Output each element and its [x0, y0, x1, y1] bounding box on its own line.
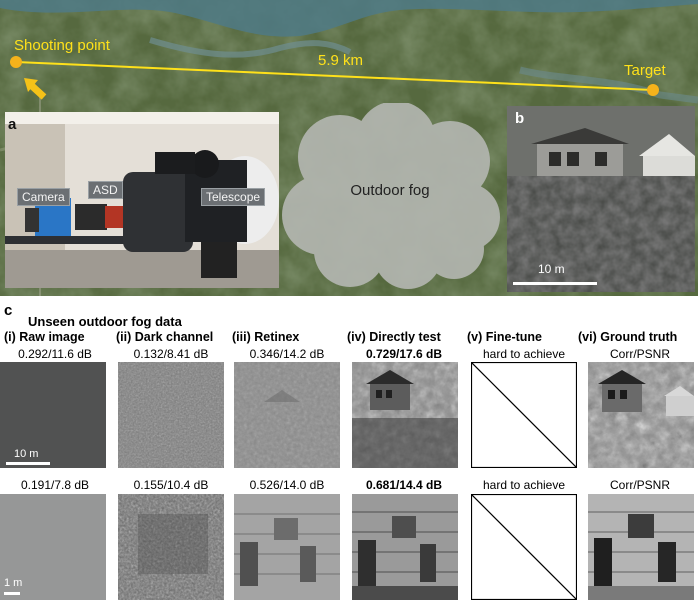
satellite-map-panel: Shooting point 5.9 km Target Camera AS — [0, 0, 698, 296]
metric-r2-retinex: 0.526/14.0 dB — [249, 478, 325, 492]
metric-r2-finetune: hard to achieve — [482, 478, 566, 492]
section-c-letter: c — [4, 302, 13, 319]
col-header-retinex: (iii) Retinex — [232, 330, 300, 344]
metric-r2-direct: 0.681/14.4 dB — [365, 478, 443, 492]
tile-r2-retinex — [234, 494, 340, 600]
metric-r1-direct: 0.729/17.6 dB — [365, 347, 443, 361]
distance-line — [10, 56, 659, 100]
col-header-fine-tune: (v) Fine-tune — [467, 330, 542, 344]
metric-r2-dark: 0.155/10.4 dB — [133, 478, 209, 492]
telescope-tag: Telescope — [201, 188, 266, 206]
scale-b-label: 10 m — [538, 262, 565, 276]
col-header-raw: (i) Raw image — [4, 330, 85, 344]
col-header-ground-truth: (vi) Ground truth — [578, 330, 678, 344]
metric-r1-dark: 0.132/8.41 dB — [133, 347, 209, 361]
shooting-point-label: Shooting point — [14, 37, 110, 54]
target-label: Target — [624, 62, 666, 79]
distance-label: 5.9 km — [318, 52, 364, 69]
section-c-title: Unseen outdoor fog data — [28, 314, 182, 329]
target-building-illustration — [507, 106, 695, 292]
tile-r1-retinex — [234, 362, 340, 468]
asd-tag: ASD — [88, 181, 123, 199]
target-marker — [647, 84, 659, 96]
tile-r1-dark — [118, 362, 224, 468]
metric-r2-gt: Corr/PSNR — [609, 478, 670, 492]
col-header-dark-channel: (ii) Dark channel — [116, 330, 214, 344]
metric-r2-raw: 0.191/7.8 dB — [20, 478, 90, 492]
tile-r2-gt — [588, 494, 694, 600]
tile-r2-dark — [118, 494, 224, 600]
camera-tag: Camera — [17, 188, 70, 206]
col-header-directly-test: (iv) Directly test — [347, 330, 441, 344]
panel-a-letter: a — [8, 116, 17, 133]
setup-photo: Camera ASD Telescope — [5, 112, 279, 288]
target-photo — [507, 106, 695, 292]
tile-r1-gt — [588, 362, 694, 468]
arrow-icon — [24, 78, 47, 100]
fog-cloud — [282, 103, 500, 289]
panel-b-letter: b — [515, 110, 525, 127]
tile-r2-raw — [0, 494, 106, 600]
tile-r1-raw — [0, 362, 106, 468]
scale-r2-label: 1 m — [4, 577, 23, 589]
outdoor-fog-label: Outdoor fog — [350, 182, 430, 199]
metric-r1-raw: 0.292/11.6 dB — [18, 347, 92, 361]
metric-r1-retinex: 0.346/14.2 dB — [249, 347, 325, 361]
shooting-point-marker — [10, 56, 22, 68]
metric-r1-gt: Corr/PSNR — [609, 347, 670, 361]
metric-r1-finetune: hard to achieve — [482, 347, 566, 361]
tile-r2-direct — [352, 494, 458, 600]
tile-r1-finetune — [471, 362, 577, 468]
scale-r1-label: 10 m — [14, 448, 39, 460]
tile-r1-direct — [352, 362, 458, 468]
tile-r2-finetune — [471, 494, 577, 600]
